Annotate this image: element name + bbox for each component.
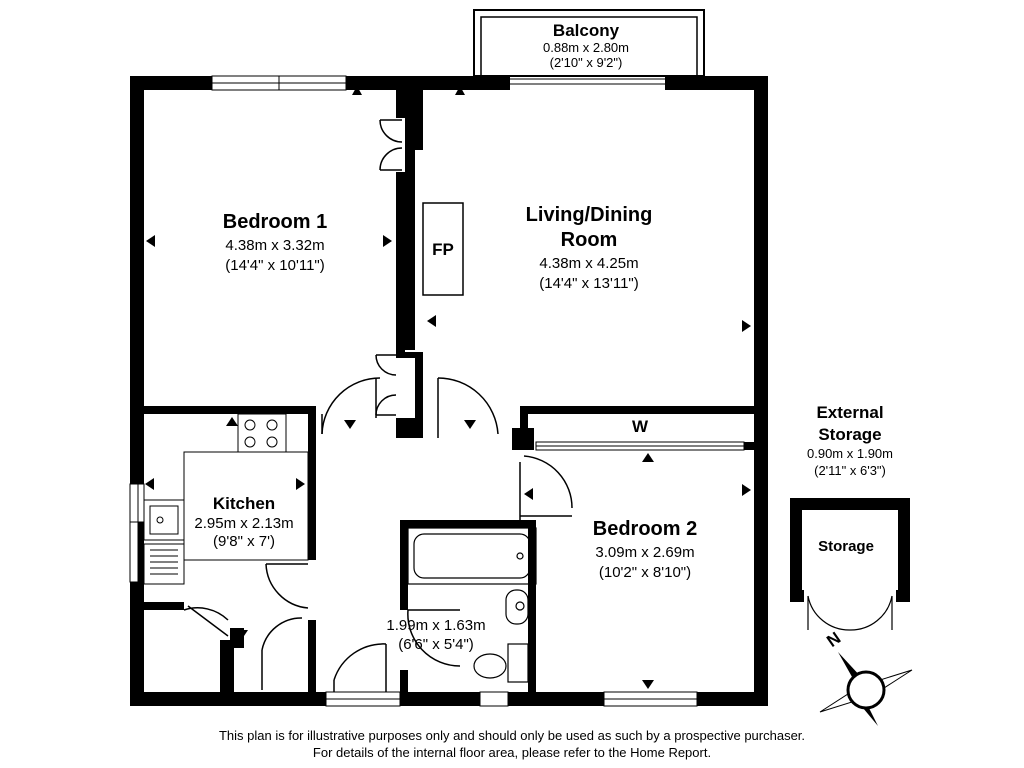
windows [129,75,698,707]
internal-walls [144,90,754,692]
disclaimer-line1: This plan is for illustrative purposes o… [218,728,806,743]
storage-name: Storage [818,538,874,555]
wardrobe [535,441,754,451]
kitchen-metric: 2.95m x 2.13m [194,515,293,532]
living-imperial: (14'4" x 13'11") [539,275,639,292]
bedroom2-metric: 3.09m x 2.69m [595,544,694,561]
living-metric: 4.38m x 4.25m [539,255,638,272]
cupboard-doors [375,119,403,416]
fireplace-label: FP [432,240,454,259]
balcony-imperial: (2'10" x 9'2") [550,55,623,70]
external-storage-unit [790,498,910,631]
bedroom1-name: Bedroom 1 [223,211,327,233]
bathroom-imperial: (6'6" x 5'4") [398,636,474,653]
bedroom1-metric: 4.38m x 3.32m [225,237,324,254]
outer-walls [130,76,768,706]
living-name-line1: Living/Dining [526,204,653,226]
disclaimer-line2: For details of the internal floor area, … [312,745,712,760]
bedroom2-name: Bedroom 2 [593,518,697,540]
bedroom1-imperial: (14'4" x 10'11") [225,257,325,274]
north-label: N [823,628,844,651]
balcony-name: Balcony [553,21,620,40]
living-name-line2: Room [561,229,618,251]
labels: Balcony 0.88m x 2.80m (2'10" x 9'2") Bed… [194,21,893,653]
wardrobe-label: W [632,417,649,436]
external-storage-imperial: (2'11" x 6'3") [814,463,886,478]
kitchen-imperial: (9'8" x 7') [213,533,275,550]
external-storage-name-line1: External [816,403,883,422]
balcony [473,9,705,85]
external-storage-metric: 0.90m x 1.90m [807,446,893,461]
balcony-metric: 0.88m x 2.80m [543,40,629,55]
doors [183,377,573,692]
bedroom2-imperial: (10'2" x 8'10") [599,564,691,581]
fireplace [422,202,464,296]
dimension-arrows [145,86,751,689]
bathroom-fittings [407,527,537,683]
kitchen-name: Kitchen [213,494,275,513]
compass-icon [819,652,913,726]
kitchen-fittings [143,413,309,585]
external-storage-name-line2: Storage [818,425,881,444]
bathroom-metric: 1.99m x 1.63m [386,617,485,634]
